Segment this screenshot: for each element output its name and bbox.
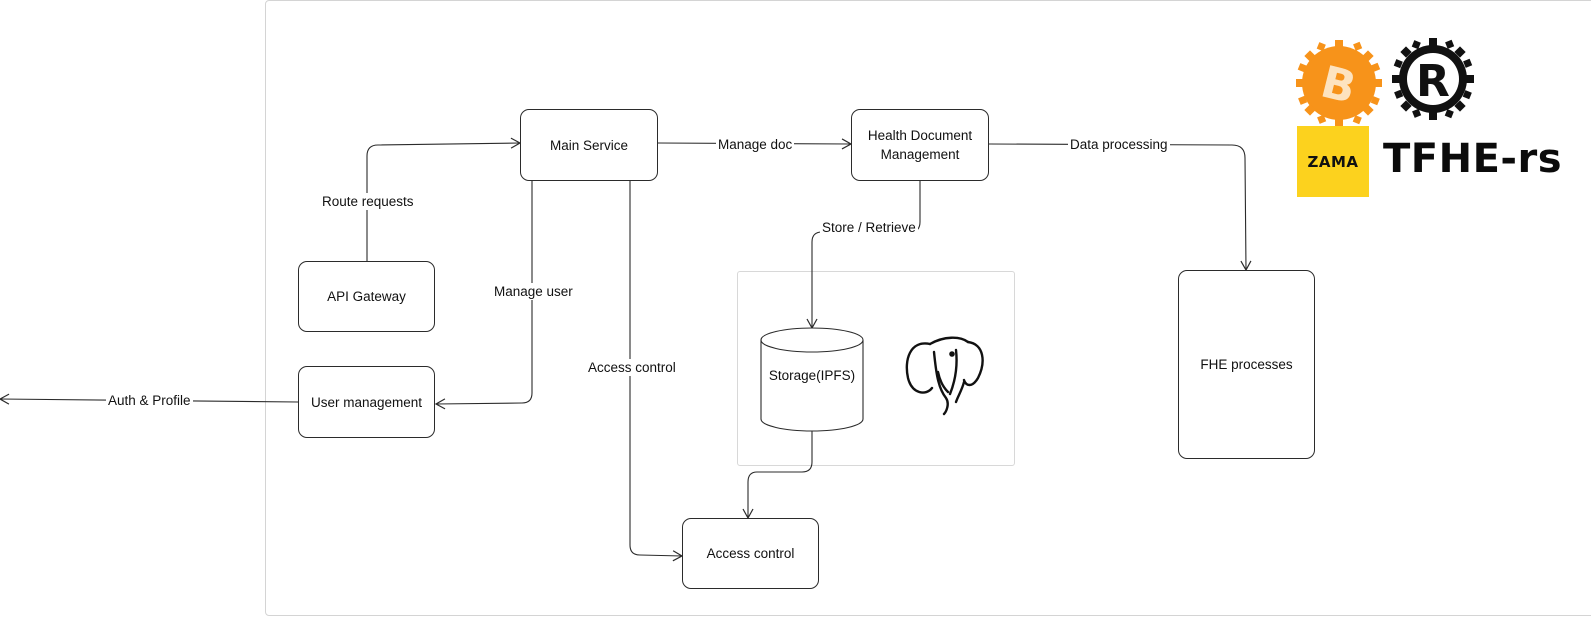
store-retrieve-label: Store / Retrieve [820,219,918,236]
health-doc-label-line2: Management [880,147,960,162]
data-processing-label: Data processing [1068,136,1170,153]
access-control-label: Access control [706,546,795,561]
user-management-node: User management [298,366,435,438]
canvas-frame [265,0,1591,616]
access-control-node: Access control [682,518,819,589]
edge-storage-access [742,431,813,520]
edge-route-requests [366,137,522,261]
api-gateway-label: API Gateway [327,289,406,304]
postgresql-elephant-icon [905,336,984,416]
storage-label: Storage(IPFS) [768,368,856,383]
health-doc-label-line1: Health Document [867,128,973,143]
edge-data-processing [988,143,1252,272]
edge-store-retrieve [806,181,921,330]
svg-text:R: R [1416,56,1450,107]
manage-doc-label: Manage doc [716,136,795,153]
access-control-edge-label: Access control [586,359,678,376]
manage-user-label: Manage user [492,283,575,300]
storage-cylinder [760,327,864,432]
main-service-node: Main Service [520,109,658,181]
health-document-management-node: Health Document Management [851,109,989,181]
fhe-processes-label: FHE processes [1200,357,1293,372]
edge-manage-user [434,181,533,410]
zama-logo-text: ZAMA [1307,152,1359,171]
edge-access-control [629,181,684,562]
bitcoin-gear-icon: B [1296,40,1382,126]
auth-profile-label: Auth & Profile [106,392,193,409]
main-service-label: Main Service [549,137,629,153]
route-requests-label: Route requests [320,193,416,210]
storage-group-frame [737,271,1015,466]
api-gateway-node: API Gateway [298,261,435,332]
rust-gear-icon: R [1392,38,1474,120]
zama-logo: ZAMA [1297,126,1369,197]
tfhe-rs-logo-text: TFHE-rs [1383,136,1563,182]
fhe-processes-node: FHE processes [1178,270,1315,459]
user-management-label: User management [310,394,423,410]
